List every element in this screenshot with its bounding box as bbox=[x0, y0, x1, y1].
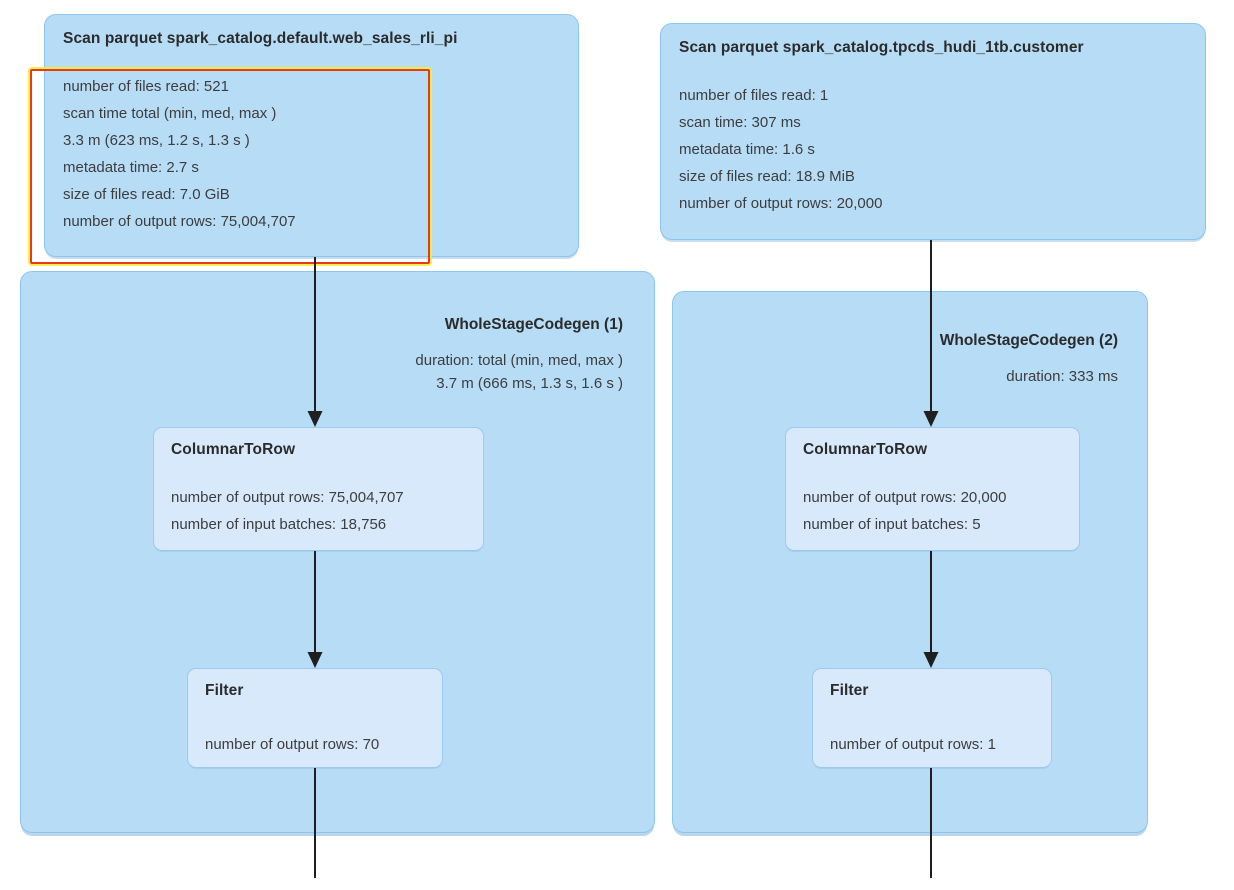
filter-2-title: Filter bbox=[830, 682, 869, 699]
wholestagecodegen-1-title: WholeStageCodegen (1) bbox=[444, 316, 623, 333]
columnar-to-row-2-node[interactable]: ColumnarToRow number of output rows: 20,… bbox=[785, 427, 1080, 551]
wholestagecodegen-1-duration-value: 3.7 m (666 ms, 1.3 s, 1.6 s ) bbox=[436, 375, 623, 392]
wholestagecodegen-1-duration-label: duration: total (min, med, max ) bbox=[415, 352, 623, 369]
wholestagecodegen-2-duration-value: duration: 333 ms bbox=[1006, 368, 1118, 385]
metric-metadata-time: metadata time: 2.7 s bbox=[63, 159, 199, 176]
scan-parquet-web-sales-node[interactable]: Scan parquet spark_catalog.default.web_s… bbox=[44, 14, 579, 257]
columnar-to-row-2-title: ColumnarToRow bbox=[803, 441, 928, 458]
metric-size-files-read: size of files read: 7.0 GiB bbox=[63, 186, 230, 203]
metric-input-batches: number of input batches: 18,756 bbox=[171, 516, 387, 533]
filter-1-title: Filter bbox=[205, 682, 244, 699]
wholestagecodegen-2-title: WholeStageCodegen (2) bbox=[939, 332, 1118, 349]
filter-2-node[interactable]: Filter number of output rows: 1 bbox=[812, 668, 1052, 768]
metric-output-rows: number of output rows: 1 bbox=[830, 736, 996, 753]
metric-scan-time-label: scan time total (min, med, max ) bbox=[63, 105, 277, 122]
metric-metadata-time: metadata time: 1.6 s bbox=[679, 141, 815, 158]
metric-files-read: number of files read: 1 bbox=[679, 87, 829, 104]
scan-parquet-customer-title: Scan parquet spark_catalog.tpcds_hudi_1t… bbox=[679, 39, 1084, 56]
metric-size-files-read: size of files read: 18.9 MiB bbox=[679, 168, 855, 185]
scan-parquet-web-sales-title: Scan parquet spark_catalog.default.web_s… bbox=[63, 30, 458, 47]
metric-scan-time: scan time: 307 ms bbox=[679, 114, 801, 131]
metric-output-rows: number of output rows: 75,004,707 bbox=[63, 213, 296, 230]
columnar-to-row-1-node[interactable]: ColumnarToRow number of output rows: 75,… bbox=[153, 427, 484, 551]
filter-1-node[interactable]: Filter number of output rows: 70 bbox=[187, 668, 443, 768]
metric-files-read: number of files read: 521 bbox=[63, 78, 229, 95]
metric-output-rows: number of output rows: 20,000 bbox=[803, 489, 1007, 506]
scan-parquet-customer-node[interactable]: Scan parquet spark_catalog.tpcds_hudi_1t… bbox=[660, 23, 1206, 240]
metric-output-rows: number of output rows: 70 bbox=[205, 736, 380, 753]
metric-output-rows: number of output rows: 75,004,707 bbox=[171, 489, 404, 506]
metric-input-batches: number of input batches: 5 bbox=[803, 516, 981, 533]
metric-scan-time-value: 3.3 m (623 ms, 1.2 s, 1.3 s ) bbox=[63, 132, 250, 149]
metric-output-rows: number of output rows: 20,000 bbox=[679, 195, 883, 212]
columnar-to-row-1-title: ColumnarToRow bbox=[171, 441, 296, 458]
